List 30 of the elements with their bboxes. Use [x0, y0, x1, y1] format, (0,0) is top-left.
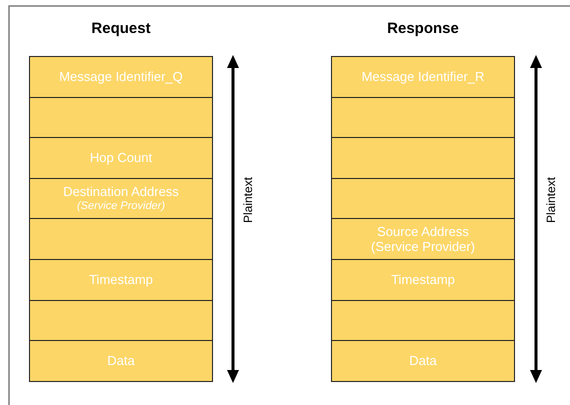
field-row: [29, 259, 213, 301]
field-row: [29, 218, 213, 260]
field-row: [29, 178, 213, 220]
column-heading: Request: [90, 19, 152, 39]
field-label: Message Identifier_Q: [59, 69, 183, 84]
field-row: [331, 56, 515, 98]
field-label: Timestamp: [391, 272, 455, 288]
field-label: Destination Address: [63, 184, 179, 199]
field-row: [331, 259, 515, 301]
column-heading: Response: [386, 19, 460, 39]
field-row: [331, 96, 515, 138]
field-row: [29, 137, 213, 179]
field-label: Timestamp: [89, 272, 153, 288]
field-row: [29, 300, 213, 342]
field-row: [29, 96, 213, 138]
field-row: [331, 178, 515, 220]
field-row: [331, 218, 515, 260]
field-row: [331, 340, 515, 382]
dimension-label: Plaintext: [543, 176, 559, 224]
field-label: Data: [107, 353, 135, 368]
field-label: Message Identifier_R: [362, 69, 484, 84]
field-label: Source Address (Service Provider): [370, 224, 476, 254]
field-row: [331, 137, 515, 179]
field-row: [29, 340, 213, 382]
dimension-label: Plaintext: [240, 176, 256, 224]
field-label: Data: [409, 353, 437, 368]
field-label: Hop Count: [90, 150, 152, 166]
field-label: (Service Provider): [76, 198, 166, 214]
field-row: [331, 300, 515, 342]
field-row: [29, 56, 213, 98]
